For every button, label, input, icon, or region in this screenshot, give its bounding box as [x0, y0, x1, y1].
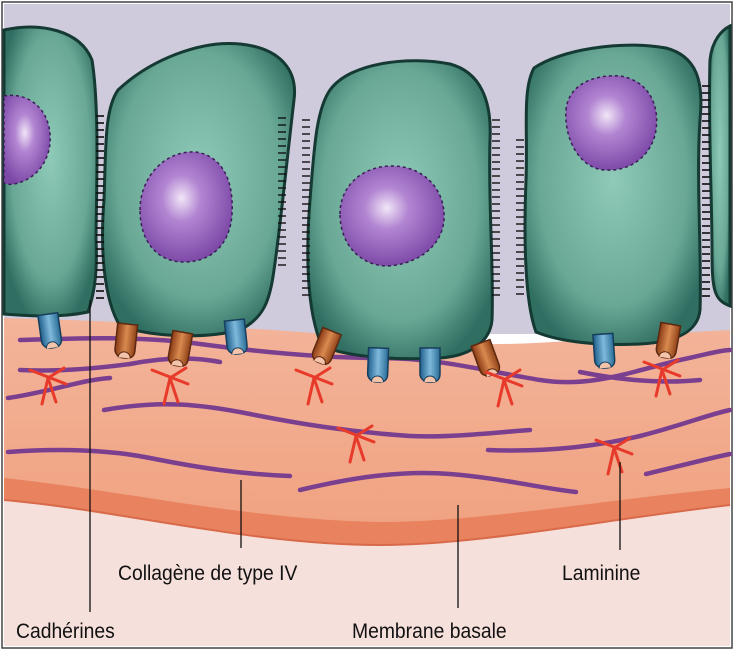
label-cadherines: Cadhérines: [16, 620, 115, 644]
integrin: [114, 323, 137, 359]
integrin: [420, 348, 440, 382]
label-laminine: Laminine: [562, 562, 640, 586]
nucleus: [566, 76, 657, 170]
label-collagene-type-iv: Collagène de type IV: [118, 562, 297, 586]
integrin: [367, 348, 388, 383]
label-membrane-basale: Membrane basale: [352, 620, 507, 644]
integrin: [593, 333, 615, 368]
integrin: [38, 313, 63, 349]
integrin: [224, 319, 247, 355]
nucleus: [340, 166, 444, 266]
epithelial-cell: [709, 26, 730, 306]
